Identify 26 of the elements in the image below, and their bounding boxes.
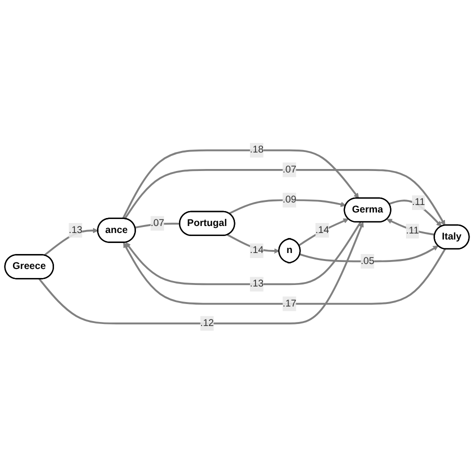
- edge-label: .05: [360, 256, 374, 266]
- edge-label: .13: [68, 224, 82, 236]
- edge-label: .14: [250, 245, 264, 256]
- arrow: [126, 222, 362, 286]
- edge-label: .11: [406, 226, 419, 236]
- arrow: [386, 218, 435, 236]
- arrow: [388, 200, 442, 227]
- edge-label: .07: [282, 164, 296, 175]
- edge-label: .17: [282, 298, 296, 309]
- edge-label: .09: [282, 194, 296, 206]
- edge-label: .12: [200, 318, 214, 328]
- arrow: [123, 242, 446, 305]
- arrow: [298, 218, 349, 246]
- arrow: [228, 199, 346, 214]
- arrow: [38, 222, 364, 324]
- connector: [134, 222, 180, 229]
- arrow: [227, 234, 280, 254]
- arrow: [124, 169, 446, 226]
- edge-label: .07: [150, 218, 164, 228]
- edge-label: .11: [412, 197, 425, 208]
- arrow: [122, 150, 359, 220]
- arrow: [44, 228, 98, 256]
- arrow: [300, 246, 438, 262]
- edge-label: .14: [315, 224, 330, 236]
- edge-label: .18: [250, 144, 264, 156]
- edge-label: .13: [250, 278, 264, 290]
